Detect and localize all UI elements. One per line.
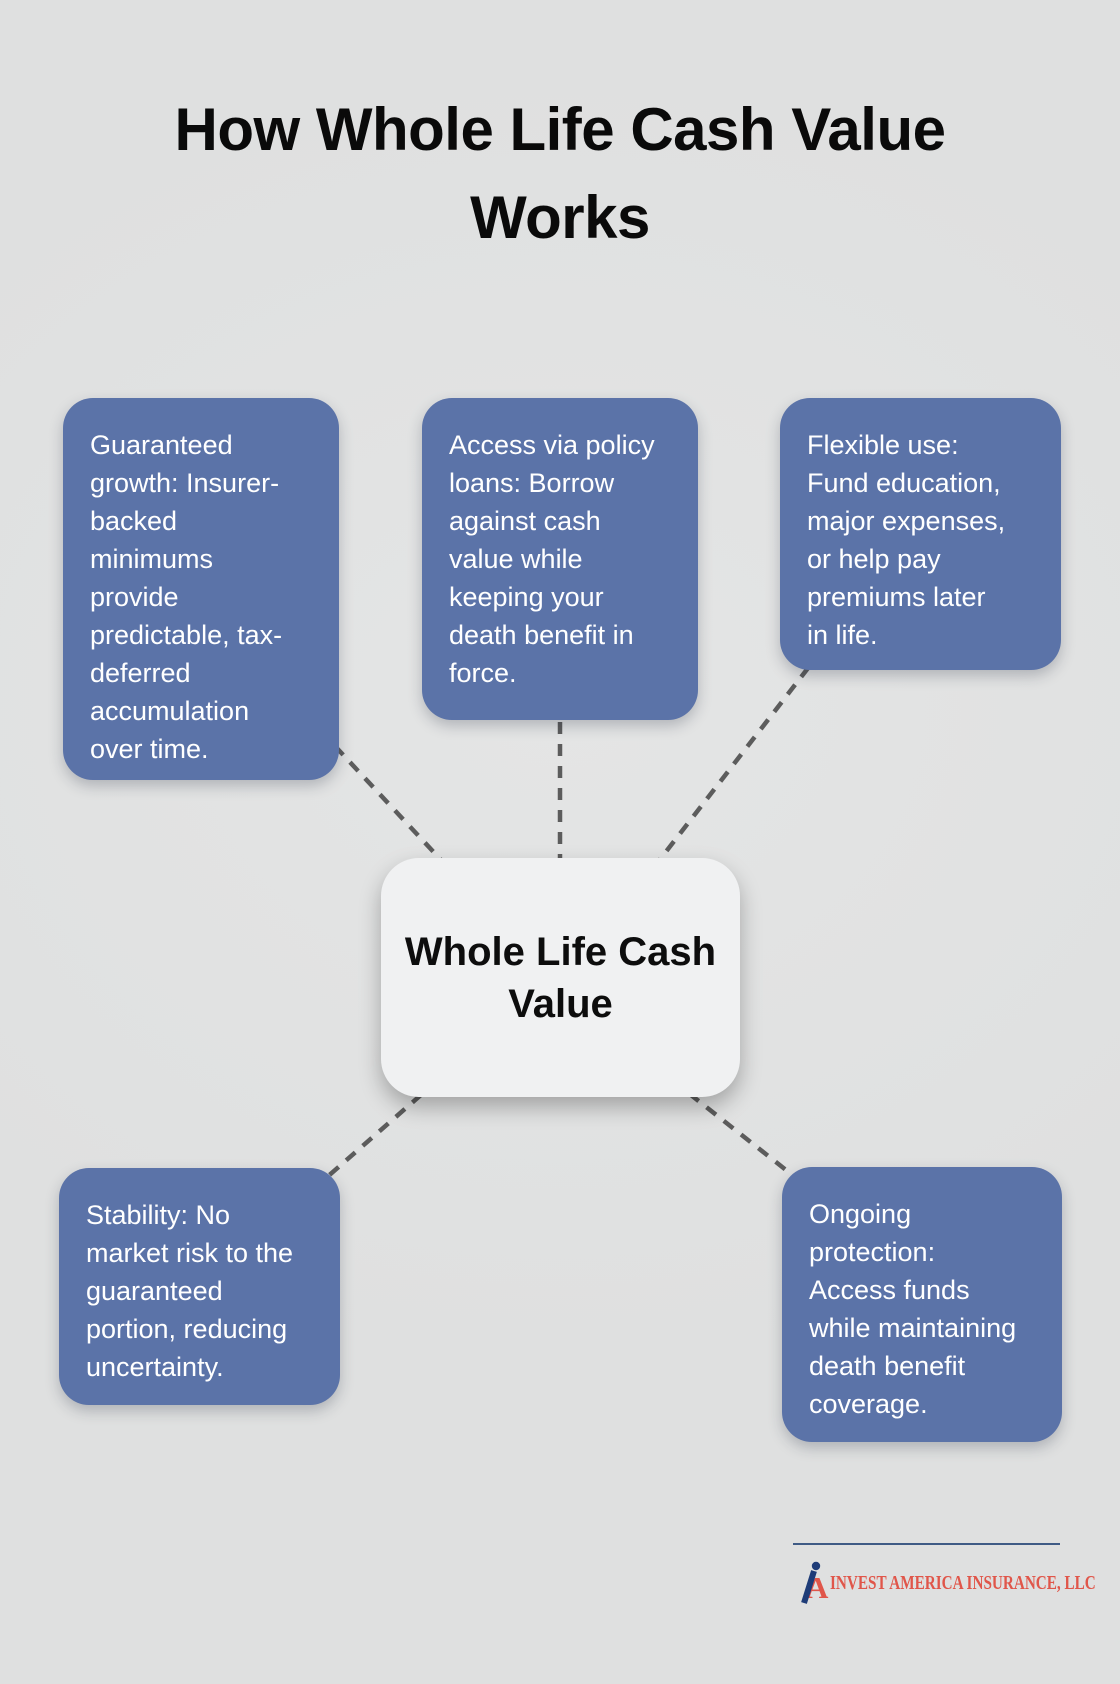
company-logo: A INVEST AMERICA INSURANCE, LLC <box>799 1560 1120 1606</box>
connector-line-flexible-use <box>646 648 824 877</box>
connector-line-ongoing-protection <box>670 1078 807 1187</box>
node-flexible-use: Flexible use: Fund education, major expe… <box>780 398 1061 670</box>
center-node-whole-life-cash-value: Whole Life Cash Value <box>381 858 740 1097</box>
invest-america-logo-icon: A <box>801 1561 829 1605</box>
node-ongoing-protection: Ongoing protection: Access funds while m… <box>782 1167 1062 1442</box>
page-title: How Whole Life Cash Value Works <box>174 96 946 251</box>
connector-line-guaranteed-growth <box>318 728 457 877</box>
company-name: INVEST AMERICA INSURANCE, LLC <box>830 1571 1096 1594</box>
node-policy-loans: Access via policy loans: Borrow against … <box>422 398 698 720</box>
footer-divider <box>793 1543 1060 1545</box>
connector-line-stability <box>308 1078 440 1194</box>
node-stability: Stability: No market risk to the guarant… <box>59 1168 340 1405</box>
node-guaranteed-growth: Guaranteed growth: Insurer- backed minim… <box>63 398 339 780</box>
